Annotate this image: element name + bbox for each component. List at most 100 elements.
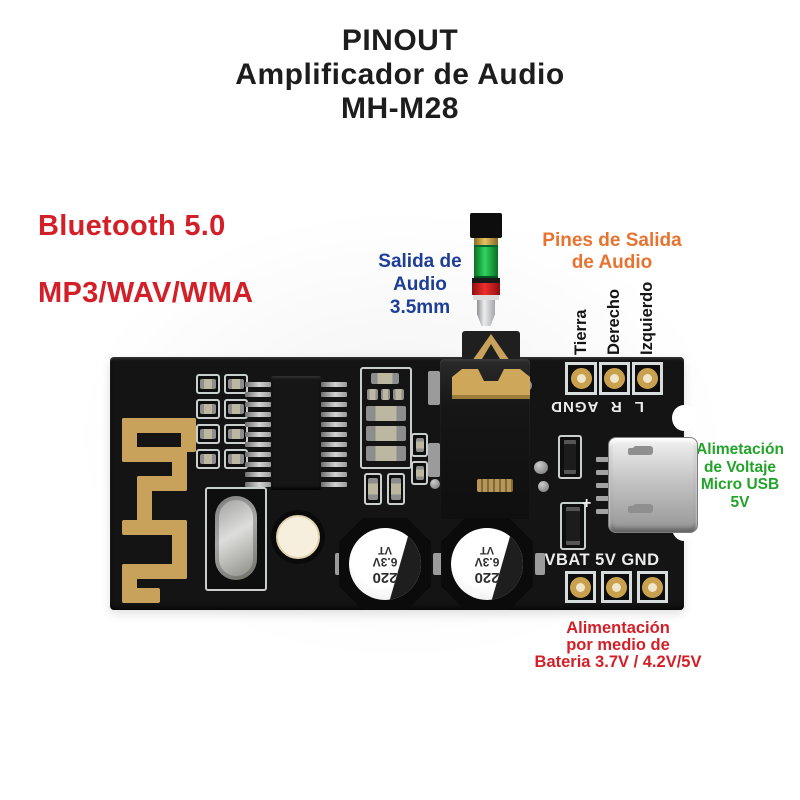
ic-pin <box>321 472 347 477</box>
annotation-audio-out: Salida de Audio 3.5mm <box>348 250 492 319</box>
ic-pin <box>245 462 271 467</box>
ic-pin <box>321 482 347 487</box>
smd-resistor-box <box>224 449 248 469</box>
feature-bluetooth: Bluetooth 5.0 <box>38 210 226 242</box>
ic-pin <box>245 432 271 437</box>
pad-hole <box>570 576 591 598</box>
smd-resistor-box <box>224 424 248 444</box>
cap-series: VT <box>479 544 495 557</box>
smd-transistor-box <box>558 435 582 479</box>
board-notch <box>672 405 696 431</box>
silkscreen-audio-pins: L R AGND <box>550 398 644 415</box>
pad-vbat <box>565 571 596 603</box>
plug-metal-tip <box>477 300 495 326</box>
capacitor-label: 220 6.3V VT <box>451 528 523 600</box>
cap-voltage: 6.3V <box>474 555 500 570</box>
resistor-bank <box>196 374 250 472</box>
smd-resistor <box>228 429 244 439</box>
ic-pin <box>245 442 271 447</box>
battery-power-line-1: Alimentación <box>566 619 670 637</box>
ic-pin <box>321 462 347 467</box>
plug-red-band <box>472 283 500 295</box>
pin-label-derecho: Derecho <box>605 288 623 355</box>
smd-resistor <box>200 429 216 439</box>
smd-part <box>381 389 390 400</box>
cap-value: 220 <box>372 568 398 586</box>
ic-pin <box>321 452 347 457</box>
capacitor-label: 220 6.3V VT <box>349 528 421 600</box>
audio-out-line-2: Audio <box>393 274 447 295</box>
usb-bolt <box>633 446 653 455</box>
usb-leg <box>596 457 610 462</box>
usb-leg <box>596 483 610 488</box>
smd-resistor <box>200 379 216 389</box>
ic-pin <box>245 482 271 487</box>
usb-power-line-2: de Voltaje <box>703 458 777 476</box>
usb-power-line-4: 5V <box>730 493 750 511</box>
smd-resistor <box>366 446 406 461</box>
mounting-hole <box>276 515 320 559</box>
capacitor-2: 220 6.3V VT <box>441 518 533 610</box>
pad-hole <box>606 576 627 598</box>
solder-blob <box>534 461 548 474</box>
cap-solder-pad <box>433 553 443 575</box>
ic-pins-left <box>245 382 271 487</box>
jack-contact-strip <box>477 479 513 492</box>
crystal-can <box>215 496 257 580</box>
pad-ground <box>565 362 597 395</box>
solder-blob <box>430 479 440 489</box>
pad-hole <box>637 368 658 389</box>
plug-gold-ring <box>474 238 498 245</box>
smd-resistor-box <box>224 399 248 419</box>
ic-pin <box>245 422 271 427</box>
audio-pins-line-2: de Audio <box>571 252 653 273</box>
smd-resistor-box <box>196 374 220 394</box>
ic-pin <box>321 422 347 427</box>
title-line-1: PINOUT <box>341 24 459 57</box>
cap-solder-pad <box>535 553 545 575</box>
smd-diode-box <box>560 502 586 550</box>
smd-resistor <box>228 404 244 414</box>
cap-voltage: 6.3V <box>372 555 398 570</box>
pad-right-channel <box>599 362 630 395</box>
smd-resistor-box <box>387 473 405 505</box>
ic-pin <box>245 392 271 397</box>
smd-resistor-box <box>364 473 382 505</box>
ic-pins-right <box>321 382 347 487</box>
battery-power-line-2: por medio de <box>566 636 670 654</box>
bluetooth-antenna-trace <box>122 418 196 603</box>
smd-resistor-box <box>196 399 220 419</box>
ic-pin <box>245 472 271 477</box>
jack-socket-body <box>440 359 530 519</box>
pin-label-izquierdo: Izquierdo <box>638 281 656 355</box>
crystal-oscillator <box>205 487 267 591</box>
pad-left-channel <box>632 362 663 395</box>
silkscreen-plus: + <box>582 495 592 512</box>
smd-resistor <box>228 454 244 464</box>
plug-cap <box>470 213 502 238</box>
component-cluster <box>360 367 412 469</box>
pad-hole <box>604 368 625 389</box>
annotation-audio-pins: Pines de Salida de Audio <box>534 230 690 274</box>
cap-series: VT <box>377 544 393 557</box>
annotation-usb-power: Alimetación de Voltaje Micro USB 5V <box>675 441 800 511</box>
pcb-board: L R AGND + 220 6.3V VT <box>110 331 698 610</box>
jack-gold-clip <box>452 369 530 399</box>
usb-leg <box>596 509 610 514</box>
ic-pin <box>321 432 347 437</box>
audio-out-line-1: Salida de <box>378 251 462 272</box>
usb-power-line-1: Alimetación <box>696 441 784 458</box>
plug-green-band <box>474 245 498 278</box>
pad-hole <box>570 368 592 389</box>
smd-resistor-box <box>196 449 220 469</box>
ic-pin <box>321 402 347 407</box>
audio-jack-plug <box>468 213 502 328</box>
cap-value: 220 <box>474 568 500 586</box>
annotation-battery-power: Alimentación por medio de Bateria 3.7V /… <box>528 620 708 671</box>
usb-leg <box>596 470 610 475</box>
capacitor-1: 220 6.3V VT <box>339 518 431 610</box>
pad-hole <box>642 576 663 598</box>
smd-resistor-box <box>196 424 220 444</box>
micro-usb-port <box>608 437 698 533</box>
